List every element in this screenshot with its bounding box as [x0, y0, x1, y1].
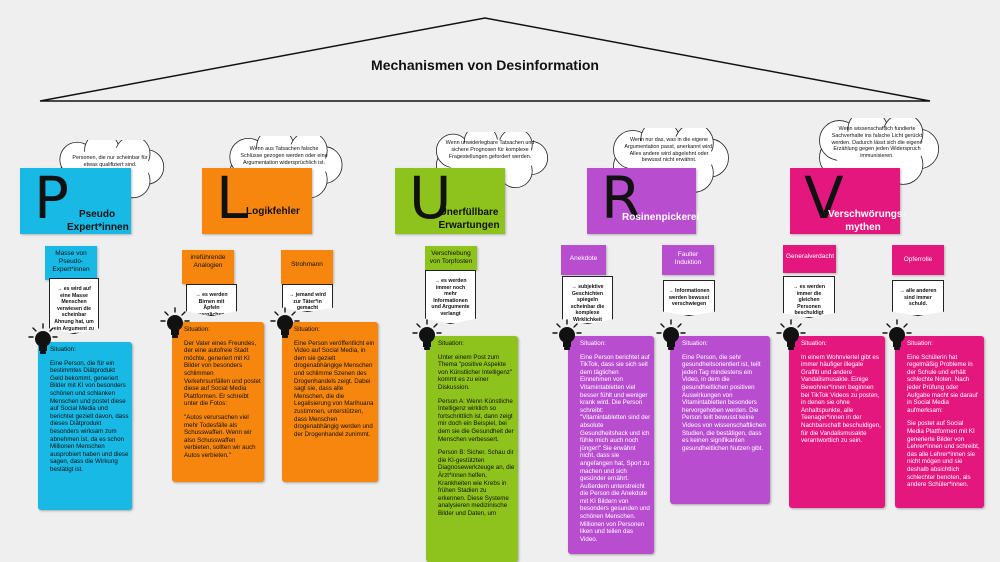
category-name: Logikfehler: [246, 206, 300, 217]
light-bulb-icon: [28, 323, 58, 354]
subcategory-note: → es werden immer die gleichen Personen …: [783, 276, 835, 318]
situation-box: Situation: Unter einem Post zum Thema "po…: [426, 336, 518, 562]
subcategory-label: Masse von Pseudo-Expert*innen: [45, 246, 97, 280]
category-letter: R: [601, 164, 642, 232]
subcategory-note: → alle anderen sind immer schuld.: [892, 280, 944, 316]
category-letter: U: [409, 164, 452, 232]
category-card-r: R Rosinenpickerei: [587, 164, 700, 234]
subcategory-note: → Informationen werden bewusst verschwie…: [663, 280, 715, 316]
category-name: Verschwörungs-mythen: [828, 209, 906, 233]
subcategory-label: irreführende Analogien: [182, 250, 234, 284]
situation-text: In einem Wohnviertel gibt es immer häufi…: [801, 353, 881, 445]
category-letter: P: [34, 164, 69, 232]
cloud-text: Personen, die nur scheinbar für etwas qu…: [72, 155, 148, 168]
category-card-v: V Verschwörungs-mythen: [790, 164, 906, 234]
light-bulb-icon: [776, 319, 806, 350]
page-title: Mechanismen von Desinformation: [371, 57, 599, 73]
light-bulb-icon: [160, 307, 190, 338]
category-name: Pseudo Expert*innen: [67, 209, 129, 233]
subcategory-label: Strohmann: [281, 250, 333, 284]
category-name: Rosinenpickerei: [622, 212, 700, 223]
situation-text: Der Vater eines Freundes, der eine autof…: [184, 339, 261, 408]
situation-box: Situation: Eine Schülerin hat regelmäßig …: [895, 336, 984, 508]
category-letter: V: [804, 164, 844, 232]
cloud-text: Wenn unwiderlegbare Tatsachen und sicher…: [445, 140, 535, 160]
category-card-l: L Logikfehler: [202, 164, 312, 234]
category-letter: L: [216, 164, 249, 232]
situation-text: Person B: Sicher. Schau dir die KI-gestü…: [438, 449, 515, 517]
category-name: Unerfüllbare Erwartungen: [438, 207, 500, 231]
light-bulb-icon: [412, 319, 442, 350]
cloud-text: Wenn nur das, was in die eigene Argument…: [624, 137, 714, 164]
subcategory-note: → subjektive Geschichten spiegeln schein…: [562, 276, 613, 324]
situation-text: Situation:: [907, 340, 933, 347]
situation-text: Situation:: [580, 340, 606, 347]
cloud-text: Wenn wissenschaftlich fundierte Sachverh…: [831, 126, 923, 160]
category-card-p: P Pseudo Expert*innen: [20, 164, 131, 234]
situation-text: Situation:: [682, 340, 708, 347]
situation-text: Person A: Wenn Künstliche Intelligenz wi…: [438, 397, 514, 443]
situation-text: Eine Person, die für ein bestimmtes Diät…: [50, 359, 129, 473]
subcategory-label: Opferrolle: [892, 245, 944, 275]
light-bulb-icon: [270, 307, 300, 338]
subcategory-note: → es werden immer noch mehr Informatione…: [425, 270, 476, 324]
light-bulb-icon: [656, 319, 686, 350]
category-card-u: U Unerfüllbare Erwartungen: [395, 164, 505, 234]
subcategory-note: → es werden Birnen mit Äpfeln verglichen: [186, 284, 237, 316]
situation-box: Situation: Der Vater eines Freundes, der …: [172, 322, 264, 482]
situation-text: Eine Person veröffentlicht ein Video auf…: [294, 339, 375, 438]
situation-text: Unter einem Post zum Thema "positive Asp…: [438, 353, 513, 391]
situation-text: Eine Person, die sehr gesundheitsorienti…: [682, 353, 766, 452]
subcategory-label: Anekdote: [561, 245, 606, 275]
light-bulb-icon: [882, 319, 912, 350]
situation-box: Situation: In einem Wohnviertel gibt es i…: [789, 336, 885, 508]
cloud-text: Wenn aus Tatsachen falsche Schlüsse gezo…: [240, 146, 328, 166]
situation-box: Situation: Eine Person, die sehr gesundhe…: [670, 336, 770, 504]
situation-text: "Autos verursachen viel mehr Todesfälle …: [184, 413, 256, 459]
situation-box: Situation: Eine Person, die für ein besti…: [38, 342, 132, 510]
situation-box: Situation: Eine Person veröffentlicht ein…: [282, 322, 378, 482]
situation-text: Eine Schülerin hat regelmäßig Probleme i…: [907, 353, 978, 414]
subcategory-label: Generalverdacht: [783, 245, 836, 273]
subcategory-note: → jemand wird zur Täter*in gemacht: [282, 284, 333, 312]
situation-text: Situation:: [294, 326, 320, 333]
light-bulb-icon: [552, 319, 582, 350]
subcategory-label: Faulter Induktion: [662, 245, 714, 275]
subcategory-label: Verschiebung von Torpfosten: [425, 246, 477, 270]
situation-text: Situation:: [184, 326, 210, 333]
subcategory-note: → es wird auf eine Masse Menschen verwie…: [49, 278, 99, 334]
situation-text: Eine Person berichtet auf TikTok, dass s…: [580, 353, 651, 543]
situation-text: Sie postet auf Social Media Plattformen …: [907, 420, 980, 489]
situation-text: Situation:: [438, 340, 464, 347]
situation-text: Situation:: [50, 346, 76, 353]
situation-text: Situation:: [801, 340, 827, 347]
situation-box: Situation: Eine Person berichtet auf TikT…: [568, 336, 654, 554]
roof-outline: [39, 17, 931, 102]
